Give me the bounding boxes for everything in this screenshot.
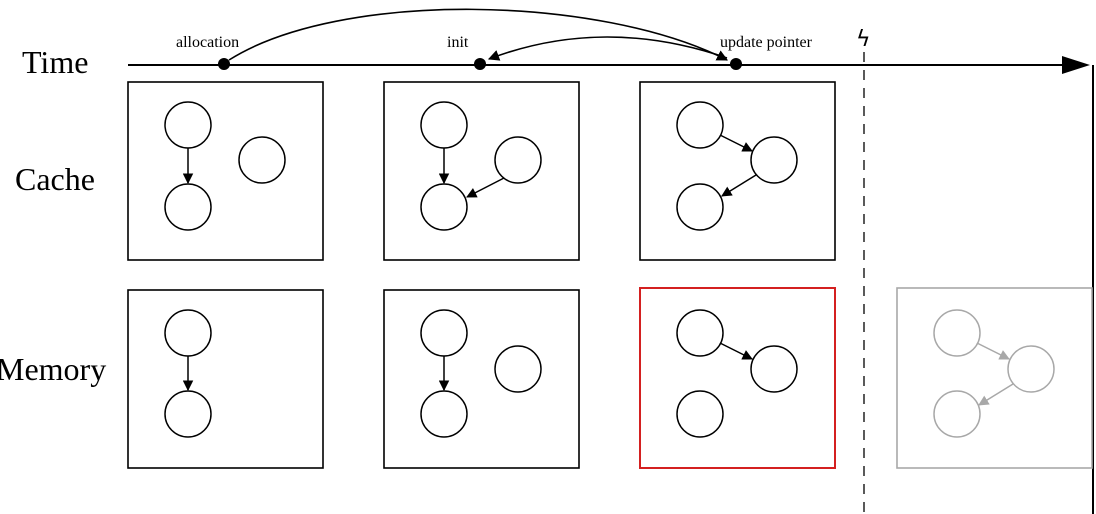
- cache-snapshot-2: [383, 81, 580, 261]
- cache-node: [420, 101, 468, 149]
- cache-node: [676, 101, 724, 149]
- memory-node: [164, 309, 212, 357]
- cache-box-1: [127, 81, 324, 261]
- cache-node: [494, 136, 542, 184]
- event-label-update-pointer: update pointer: [720, 34, 813, 51]
- event-dot-init: [474, 58, 486, 70]
- memory-box-4-faded: [896, 287, 1093, 469]
- cache-snapshot-3: [639, 81, 836, 261]
- memory-box-3-persisted: [639, 287, 836, 469]
- pointer-edge-faded: [976, 342, 1010, 360]
- memory-node-faded: [933, 390, 981, 438]
- pointer-edge: [466, 177, 505, 198]
- arc-update-to-init: [487, 36, 728, 61]
- cache-node: [676, 183, 724, 231]
- cache-box-3: [639, 81, 836, 261]
- memory-snapshot-4-faded: [896, 287, 1093, 469]
- memory-node: [676, 309, 724, 357]
- memory-box-1: [127, 289, 324, 469]
- memory-node: [494, 345, 542, 393]
- crash-icon: ϟ: [856, 27, 871, 52]
- event-dot-update-pointer: [730, 58, 742, 70]
- pointer-edge: [721, 174, 757, 197]
- row-label-cache: Cache: [15, 161, 95, 197]
- cache-node: [164, 183, 212, 231]
- cache-box-2: [383, 81, 580, 261]
- row-label-time: Time: [22, 44, 88, 80]
- cache-node: [238, 136, 286, 184]
- memory-snapshot-1: [127, 289, 324, 469]
- cache-node: [750, 136, 798, 184]
- memory-node: [676, 390, 724, 438]
- row-label-memory: Memory: [0, 351, 106, 387]
- event-dot-allocation: [218, 58, 230, 70]
- memory-node: [750, 345, 798, 393]
- memory-node: [420, 309, 468, 357]
- event-label-allocation: allocation: [176, 34, 239, 51]
- pointer-edge: [719, 342, 753, 360]
- cache-node: [164, 101, 212, 149]
- memory-snapshot-2: [383, 289, 580, 469]
- memory-node-faded: [1007, 345, 1055, 393]
- event-label-init: init: [447, 34, 469, 51]
- pointer-edge-faded: [978, 383, 1014, 406]
- arc-allocation-to-update: [228, 8, 728, 61]
- time-axis-arrowhead: [1062, 56, 1090, 74]
- memory-node: [164, 390, 212, 438]
- cache-node: [420, 183, 468, 231]
- memory-node: [420, 390, 468, 438]
- cache-snapshot-1: [127, 81, 324, 261]
- memory-node-faded: [933, 309, 981, 357]
- pointer-edge: [719, 134, 753, 152]
- memory-snapshot-3: [639, 287, 836, 469]
- memory-box-2: [383, 289, 580, 469]
